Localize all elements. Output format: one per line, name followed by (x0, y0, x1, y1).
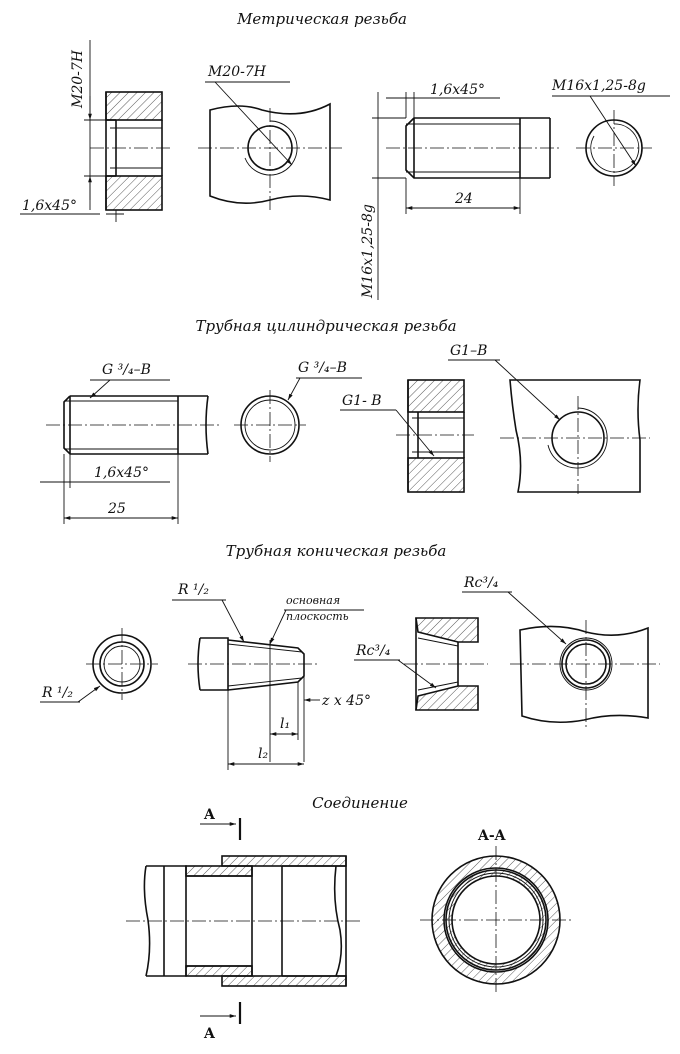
pipe-con-l1-label: l₁ (280, 716, 290, 732)
pipe-cyl-g1-b-label: G1- B (342, 393, 382, 409)
metric-chamfer-right-label: 1,6x45° (430, 82, 485, 98)
metric-m16-vertical-label: M16x1,25-8g (360, 204, 376, 299)
pipe-con-title: Трубная коническая резьба (226, 542, 447, 560)
joint-assembly (126, 818, 360, 1024)
metric-m16-leader-label: M16x1,25-8g (551, 78, 646, 94)
metric-chamfer-left-label: 1,6x45° (22, 198, 77, 214)
joint-title: Соединение (312, 794, 408, 812)
pipe-cyl-chamfer-label: 1,6x45° (94, 465, 149, 481)
pipe-con-internal-section (354, 617, 488, 711)
metric-length-label: 24 (454, 191, 473, 207)
joint-section-a-bottom: A (203, 1026, 216, 1042)
pipe-con-l2-label: l₂ (258, 746, 268, 762)
pipe-cyl-end-view (234, 377, 362, 462)
pipe-cyl-length-label: 25 (107, 501, 126, 517)
metric-external-bolt (372, 92, 560, 300)
pipe-con-internal-view (462, 591, 660, 728)
pipe-con-basic-plane-2: плоскость (286, 610, 349, 623)
pipe-con-basic-plane-1: основная (286, 594, 340, 607)
pipe-con-external (172, 599, 364, 770)
pipe-cyl-title: Трубная цилиндрическая резьба (195, 317, 456, 335)
pipe-cyl-g34-a-label: G ³/₄–B (102, 362, 151, 378)
pipe-cyl-g34-b-label: G ³/₄–B (298, 360, 347, 376)
pipe-con-rc34-a-label: Rc³/₄ (463, 575, 499, 591)
joint-section-label: A-A (477, 828, 507, 844)
metric-title: Метрическая резьба (236, 10, 407, 28)
joint-section-view (420, 846, 572, 994)
metric-m20-leader-label: M20-7H (207, 64, 267, 80)
joint-section-a-top: A (203, 807, 216, 823)
pipe-cyl-external (40, 379, 220, 524)
pipe-cyl-internal-view (448, 359, 650, 494)
pipe-cyl-internal-section (340, 379, 474, 493)
pipe-con-rc34-b-label: Rc³/₄ (355, 643, 391, 659)
pipe-con-r12-a-label: R ¹/₂ (177, 582, 209, 598)
pipe-con-chamfer-label: z x 45° (321, 693, 371, 709)
pipe-con-r12-b-label: R ¹/₂ (41, 685, 73, 701)
metric-internal-section (20, 40, 172, 222)
pipe-cyl-g1-a-label: G1–B (450, 343, 487, 359)
metric-m20-vertical-label: M20-7H (70, 49, 86, 109)
metric-internal-view (198, 81, 342, 212)
pipe-con-end-view (40, 628, 158, 703)
metric-external-end-view (552, 95, 670, 186)
